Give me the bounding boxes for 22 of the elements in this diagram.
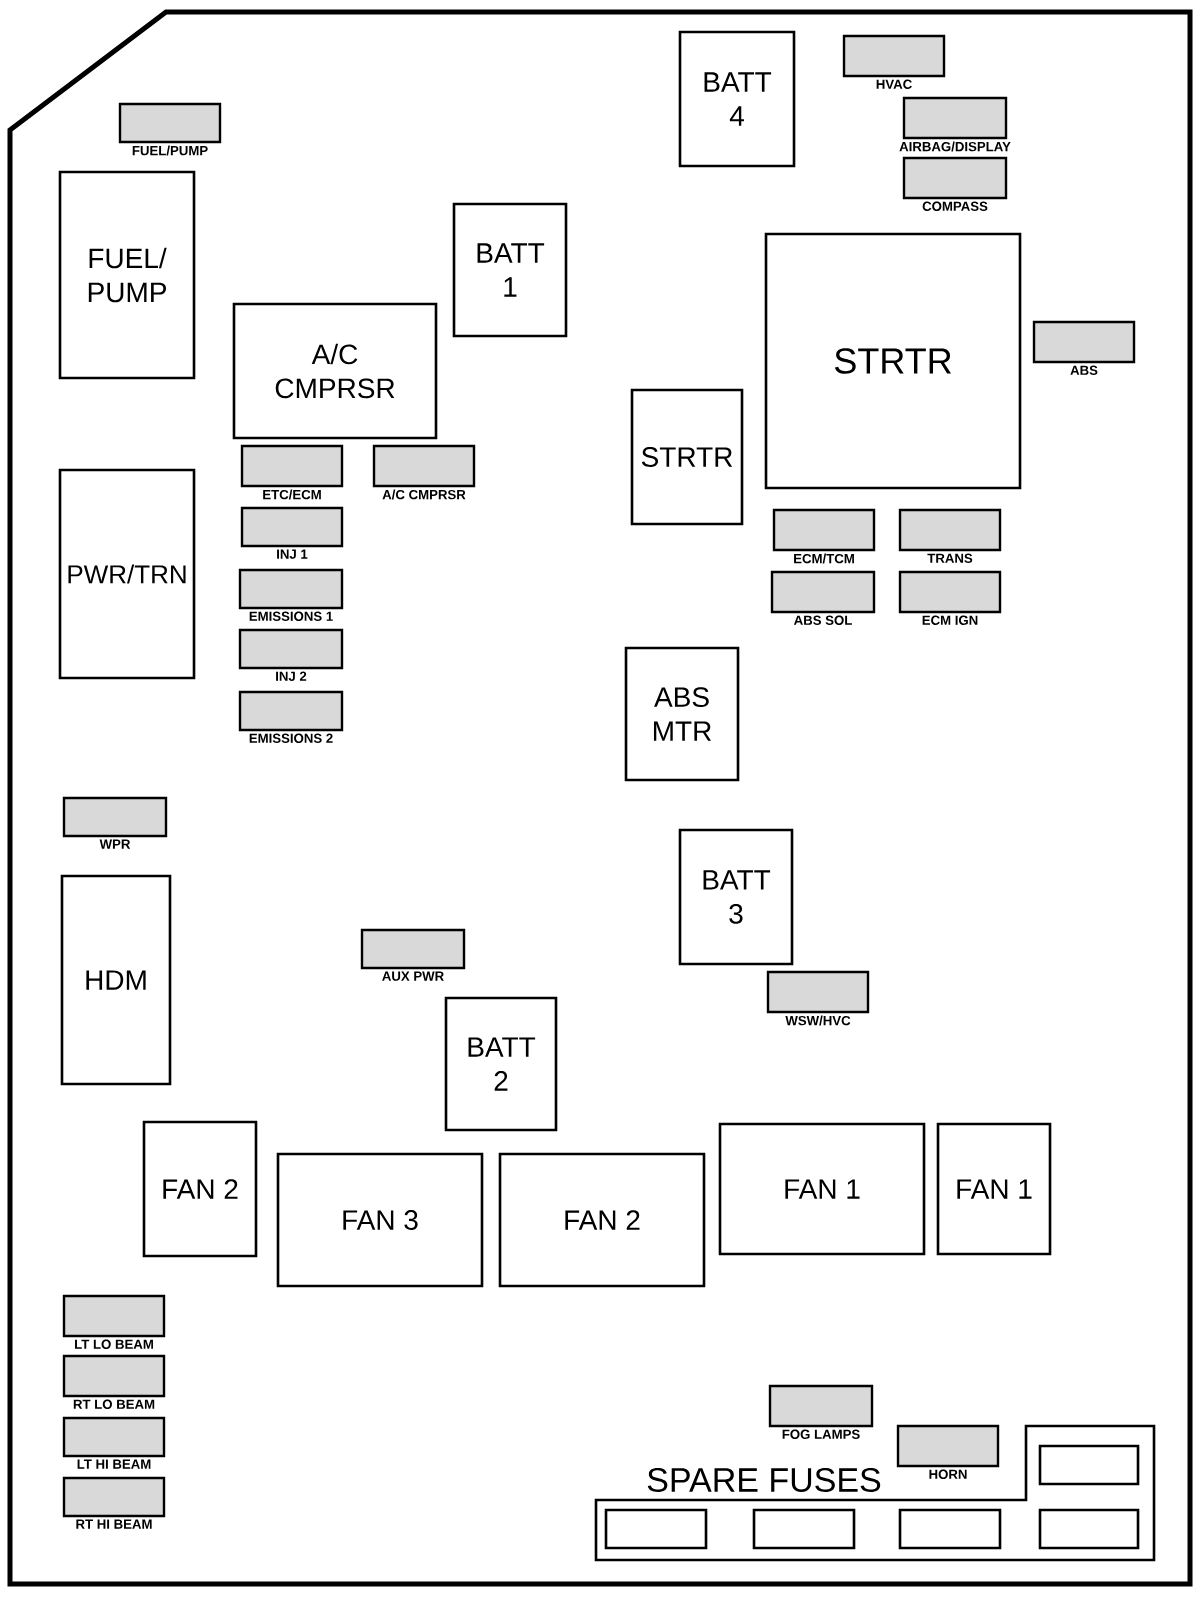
relay-box: STRTR xyxy=(764,232,1022,490)
relay-box: BATT 3 xyxy=(678,828,794,966)
relay-box: FAN 2 xyxy=(498,1152,706,1288)
relay-box: BATT 1 xyxy=(452,202,568,338)
panel-heading: SPARE FUSES xyxy=(647,1467,881,1493)
spare-fuse-slot xyxy=(898,1508,1002,1550)
relay-box: FUEL/ PUMP xyxy=(58,170,196,380)
relay-box: FAN 1 xyxy=(718,1122,926,1256)
spare-fuse-slot xyxy=(752,1508,856,1550)
relay-box: HDM xyxy=(60,874,172,1086)
spare-fuse-slot xyxy=(1038,1508,1140,1550)
relay-box: A/C CMPRSR xyxy=(232,302,438,440)
relay-box: FAN 2 xyxy=(142,1120,258,1258)
relay-box: STRTR xyxy=(630,388,744,526)
spare-fuse-slot xyxy=(1038,1444,1140,1486)
relay-box: PWR/TRN xyxy=(58,468,196,680)
relay-box: BATT 4 xyxy=(678,30,796,168)
spare-fuse-slot xyxy=(604,1508,708,1550)
relay-box: BATT 2 xyxy=(444,996,558,1132)
relay-box: FAN 1 xyxy=(936,1122,1052,1256)
relay-box: ABS MTR xyxy=(624,646,740,782)
relay-box: FAN 3 xyxy=(276,1152,484,1288)
